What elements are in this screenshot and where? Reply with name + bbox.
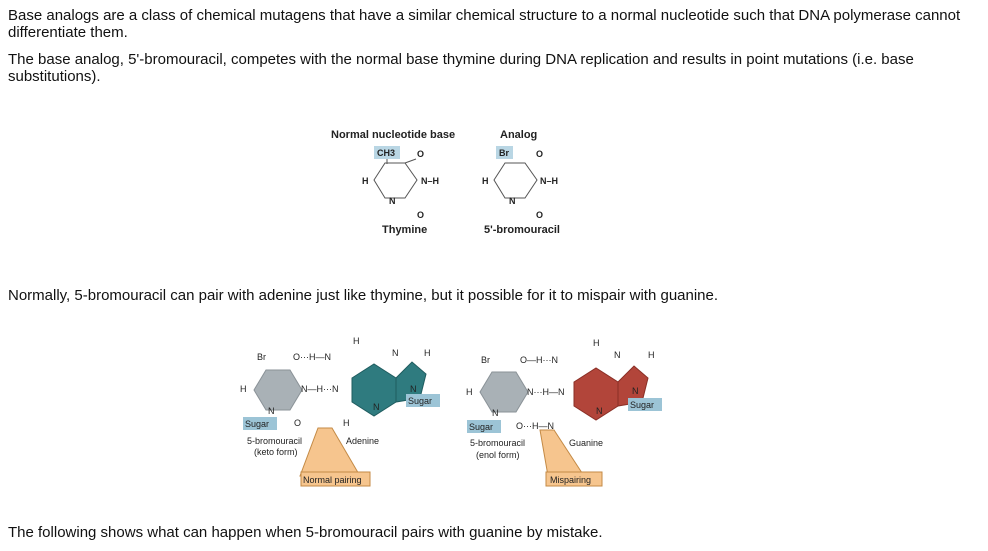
thymine-caption: Thymine (382, 224, 427, 236)
adenine-h-right: H (424, 348, 431, 358)
mispairing-callout-box (545, 471, 603, 487)
base-analog-paragraph: The base analog, 5'-bromouracil, compete… (8, 51, 914, 85)
hbond-mid-left: N—H···N (301, 384, 339, 394)
guanine-sugar-box (628, 398, 662, 411)
adenine-sugar: Sugar (408, 396, 432, 406)
hbond-top-left: O···H—N (293, 352, 331, 362)
bu-enol-n: N (492, 408, 499, 418)
thymine-h-left: H (362, 176, 369, 186)
mispairing-label: Mispairing (550, 475, 591, 485)
hbond-top-right: O—H···N (520, 355, 558, 365)
guanine-h-right: H (648, 350, 655, 360)
bu-n: N (509, 196, 516, 206)
guanine-five-ring (617, 365, 649, 407)
br-highlight (496, 146, 513, 159)
guanine-h-top: H (593, 338, 600, 348)
bu-keto-br: Br (257, 352, 266, 362)
bromouracil-structure: Br O H N–H N O 5'-bromouracil (482, 146, 560, 236)
bu-o-top: O (536, 149, 543, 159)
thymine-o-bottom: O (417, 210, 424, 220)
normal-base-header: Normal nucleotide base (331, 129, 455, 141)
bu-enol-br: Br (481, 355, 490, 365)
adenine-sugar-box (406, 394, 440, 407)
keto-form-caption: (keto form) (254, 447, 298, 457)
br-label: Br (499, 148, 509, 158)
bu-enol-ring (479, 371, 529, 413)
adenine-h-top: H (353, 336, 360, 346)
guanine-n-right: N (632, 386, 639, 396)
bu-keto-sugar-box (243, 417, 277, 430)
bromouracil-ring (493, 162, 538, 199)
guanine-n-top: N (614, 350, 621, 360)
guanine-sugar: Sugar (630, 400, 654, 410)
bu-keto-caption: 5-bromouracil (247, 436, 302, 446)
bu-o-bottom: O (536, 210, 543, 220)
bu-h-left: H (482, 176, 489, 186)
hbond-bottom-right: O···H—N (516, 421, 554, 431)
ch3-highlight (374, 146, 400, 159)
adenine-n-bottom: N (373, 402, 380, 412)
adenine-n-right: N (410, 384, 417, 394)
intro-paragraph: Base analogs are a class of chemical mut… (8, 7, 961, 41)
bu-nh: N–H (540, 176, 558, 186)
thymine-n: N (389, 196, 396, 206)
bu-enol-sugar: Sugar (469, 422, 493, 432)
bromouracil-caption: 5'-bromouracil (484, 224, 560, 236)
bu-keto-o-bottom: O (294, 418, 301, 428)
mispairing-callout-arrow (539, 429, 585, 477)
guanine-n-bottom: N (596, 406, 603, 416)
adenine-n-top: N (392, 348, 399, 358)
normal-pairing-panel: Normal pairing Br H O···H—N N—H···N N Su… (240, 336, 440, 487)
adenine-caption: Adenine (346, 436, 379, 446)
mispair-paragraph: The following shows what can happen when… (8, 524, 603, 541)
thymine-ring (373, 162, 418, 199)
bu-enol-sugar-box (467, 420, 501, 433)
adenine-h-bottom: H (343, 418, 350, 428)
thymine-structure: CH3 O H N–H N O Thymine (362, 146, 439, 236)
guanine-caption: Guanine (569, 438, 603, 448)
bu-keto-n: N (268, 406, 275, 416)
adenine-five-ring (395, 361, 427, 403)
thymine-vs-bromouracil-figure: Normal nucleotide base Analog CH3 O H N–… (331, 129, 560, 236)
normal-pairing-callout-box (300, 471, 371, 487)
bu-keto-h: H (240, 384, 247, 394)
thymine-o-top: O (417, 149, 424, 159)
pairing-figure: Normal pairing Br H O···H—N N—H···N N Su… (240, 336, 662, 487)
mispairing-panel: Mispairing Br H O—H···N N···H—N N Sugar … (466, 338, 662, 487)
hbond-mid-right: N···H—N (527, 387, 565, 397)
bu-keto-ring (253, 369, 303, 411)
bu-keto-sugar: Sugar (245, 419, 269, 429)
pairing-paragraph: Normally, 5-bromouracil can pair with ad… (8, 287, 719, 304)
enol-form-caption: (enol form) (476, 450, 520, 460)
ch3-label: CH3 (377, 148, 395, 158)
bu-enol-h: H (466, 387, 473, 397)
thymine-nh: N–H (421, 176, 439, 186)
bond (404, 158, 417, 164)
analog-header: Analog (500, 129, 537, 141)
normal-pairing-label: Normal pairing (303, 475, 362, 485)
bu-enol-caption: 5-bromouracil (470, 438, 525, 448)
